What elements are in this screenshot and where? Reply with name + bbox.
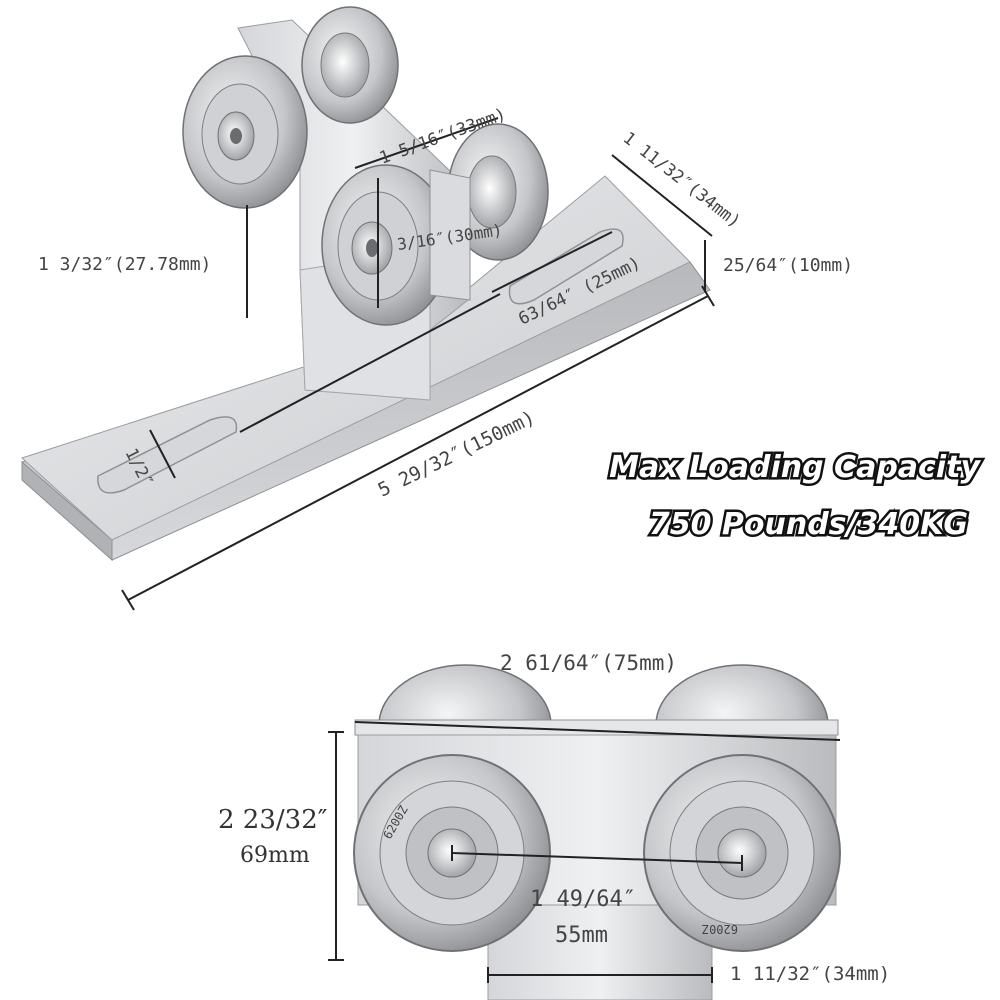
bearing-marking-right: 6200Z bbox=[702, 922, 738, 936]
label-wheel-center-mm: 55mm bbox=[555, 923, 608, 948]
dim-line-plate-length-tick-a bbox=[121, 589, 135, 611]
dim-line-slot-width bbox=[149, 429, 176, 479]
dim-line-overall-width bbox=[354, 721, 841, 741]
axle-block bbox=[429, 169, 471, 301]
dimension-lines bbox=[121, 117, 715, 611]
roller-wheel-back-right bbox=[447, 123, 549, 261]
roller-wheel-rear bbox=[301, 6, 399, 124]
roller-wheel-upper bbox=[182, 55, 308, 209]
label-overall-width: 2 61/64″(75mm) bbox=[500, 651, 677, 675]
slot-right bbox=[508, 228, 624, 305]
label-plate-thickness: 25/64″(10mm) bbox=[723, 255, 853, 276]
label-overall-height-mm: 69mm bbox=[240, 843, 310, 868]
dim-line-upper-spacing bbox=[354, 117, 499, 169]
dim-line-center-to-slot bbox=[239, 293, 501, 433]
label-stem-width: 1 11/32″(34mm) bbox=[730, 963, 890, 985]
front-wheel-right: 6200Z bbox=[643, 754, 841, 952]
capacity-line-2: 750 Pounds/340KG bbox=[649, 507, 968, 542]
capacity-line-1: Max Loading Capacity bbox=[609, 450, 981, 485]
slot-left bbox=[97, 416, 238, 494]
dim-line-plate-length bbox=[127, 295, 709, 601]
top-isometric-view: 1 3/32″(27.78mm) 5 29/32″(150mm) 1/2″ 1 … bbox=[21, 6, 853, 611]
dim-line-plate-width bbox=[611, 154, 713, 237]
dim-line-wheel-center bbox=[451, 852, 743, 864]
roller-wheel-front bbox=[321, 164, 451, 326]
label-overall-height-in: 2 23/32″ bbox=[218, 805, 328, 835]
dim-line-slot-length bbox=[491, 231, 613, 293]
front-view: 6200Z 6200Z 2 61/64″(75mm) 2 23/32″ 69mm… bbox=[218, 651, 890, 1000]
front-plate bbox=[354, 719, 839, 736]
label-wheel-center-in: 1 49/64″ bbox=[530, 887, 636, 912]
label-roller-height: 1 3/32″(27.78mm) bbox=[38, 254, 211, 275]
base-plate-front-edge bbox=[21, 460, 113, 562]
front-dimension-lines bbox=[328, 721, 841, 983]
